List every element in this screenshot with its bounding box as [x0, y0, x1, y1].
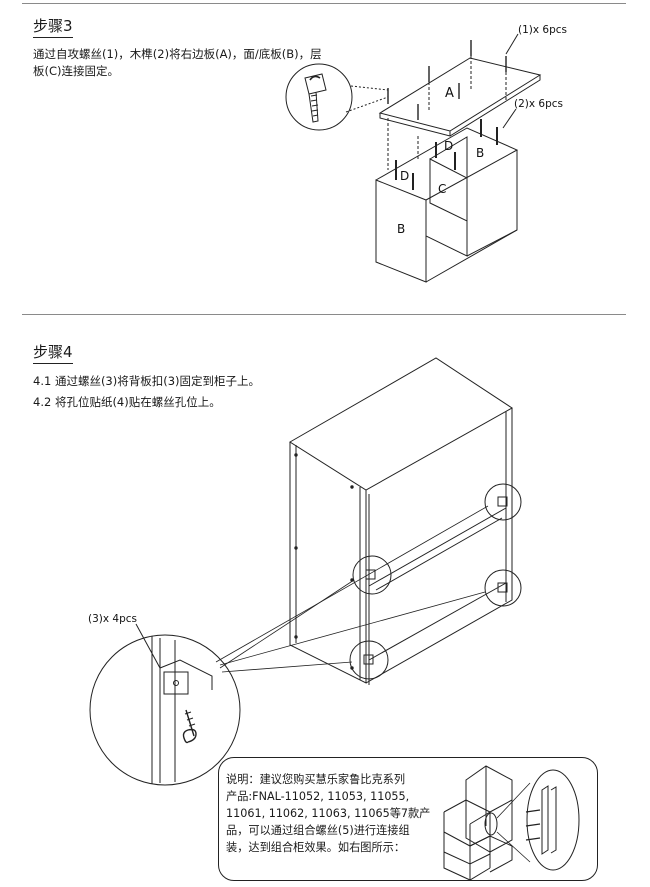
screw-icon [182, 709, 197, 744]
panel-d-label: D [444, 139, 453, 153]
panel-b-bottom-label: B [397, 222, 405, 236]
top-divider [22, 3, 626, 4]
step3-text-line: 通过自攻螺丝(1)，木榫(2)将右边板(A)，面/底板(B)，层 [33, 47, 322, 61]
step4-text-line: 4.2 将孔位贴纸(4)贴在螺丝孔位上。 [33, 395, 221, 409]
panel-b-top-label: B [476, 146, 484, 160]
step4-text-line: 4.1 通过螺丝(3)将背板扣(3)固定到柜子上。 [33, 374, 261, 388]
screw-location-circle [484, 569, 522, 607]
note-text: 说明：建议您购买慧乐家鲁比克系列 产品:FNAL-11052, 11053, 1… [226, 771, 448, 856]
note-line: 装，达到组合柜效果。如右图所示： [226, 841, 406, 854]
note-line: 说明：建议您购买慧乐家鲁比克系列 [226, 773, 406, 786]
note-line: 11061, 11062, 11063, 11065等7款产 [226, 807, 431, 820]
back-panel-clip [163, 671, 189, 695]
step4-instructions: 4.1 通过螺丝(3)将背板扣(3)固定到柜子上。 4.2 将孔位贴纸(4)贴在… [33, 373, 260, 411]
screw-location-circle [349, 640, 389, 680]
note-line: 品，可以通过组合螺丝(5)进行连接组 [226, 824, 410, 837]
step3-instructions: 通过自攻螺丝(1)，木榫(2)将右边板(A)，面/底板(B)，层 板(C)连接固… [33, 46, 322, 80]
note-box [218, 757, 598, 881]
section-divider [22, 314, 626, 315]
screw-location-circle [352, 555, 392, 595]
step3-title: 步骤3 [33, 17, 73, 38]
dowel-count-label: (2)x 6pcs [514, 98, 563, 110]
panel-c-label: C [438, 182, 446, 196]
panel-a-label: A [445, 86, 454, 101]
connector-detail-ellipse [526, 769, 580, 871]
back-screw-count-label: (3)x 4pcs [88, 613, 137, 625]
screwdriver-icon [304, 73, 327, 123]
note-line: 产品:FNAL-11052, 11053, 11055, [226, 790, 410, 803]
panel-d-label: D [400, 169, 409, 183]
screw-detail-circle [285, 63, 353, 131]
back-panel-clip-detail-circle [89, 634, 241, 786]
step3-text-line: 板(C)连接固定。 [33, 64, 120, 78]
screw-location-circle [484, 483, 522, 521]
step4-title: 步骤4 [33, 343, 73, 364]
screw-count-label: (1)x 6pcs [518, 24, 567, 36]
